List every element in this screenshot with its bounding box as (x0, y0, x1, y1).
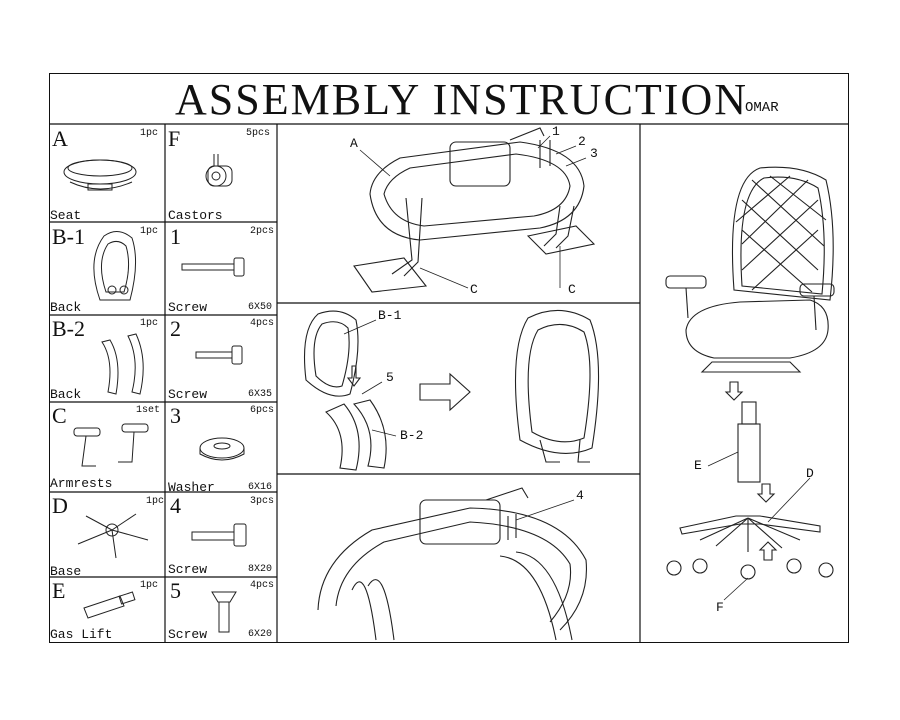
back-frame-part-icon (93, 231, 136, 301)
step3-diagram (317, 487, 588, 641)
part-size-1: 6X50 (248, 302, 273, 313)
part-qty-d: 1pc (146, 496, 165, 507)
washer-part-icon (199, 437, 245, 461)
part-name-c: Armrests (50, 476, 113, 491)
final-assembly-diagram (665, 166, 835, 580)
step1-callout-c-right: C (568, 282, 576, 297)
part-id-b2: B-2 (52, 316, 85, 341)
part-qty-c: 1set (136, 405, 161, 416)
part-name-1: Screw (168, 300, 208, 315)
step1-callout-3: 3 (590, 146, 598, 161)
part-qty-4: 3pcs (250, 496, 275, 507)
screw-6x20-part-icon (211, 591, 237, 633)
part-id-5: 5 (170, 578, 181, 603)
step1-callout-c-left: C (470, 282, 478, 297)
step2-diagram (303, 309, 600, 471)
part-qty-2: 4pcs (250, 318, 275, 329)
part-id-f: F (168, 126, 181, 151)
step3-callout-4: 4 (576, 488, 584, 503)
part-id-c: C (52, 403, 67, 428)
step1-callout-1: 1 (552, 124, 560, 139)
part-name-b1: Back (50, 300, 82, 315)
back-support-part-icon (101, 333, 144, 395)
part-qty-3: 6pcs (250, 405, 275, 416)
part-id-2: 2 (170, 316, 181, 341)
part-size-4: 8X20 (248, 564, 273, 575)
part-id-3: 3 (170, 403, 181, 428)
part-name-a: Seat (50, 208, 82, 223)
castor-part-icon (205, 154, 233, 187)
part-qty-b2: 1pc (140, 318, 159, 329)
final-callout-d: D (806, 466, 814, 481)
part-name-d: Base (50, 564, 82, 579)
part-name-5: Screw (168, 627, 208, 642)
part-size-3: 6X16 (248, 482, 273, 493)
step1-callout-a: A (350, 136, 358, 151)
part-qty-5: 4pcs (250, 580, 275, 591)
part-qty-1: 2pcs (250, 226, 275, 237)
part-id-1: 1 (170, 224, 181, 249)
step1-callout-2: 2 (578, 134, 586, 149)
seat-part-icon (63, 159, 137, 191)
part-qty-f: 5pcs (246, 128, 271, 139)
step1-diagram (353, 127, 596, 293)
step2-callout-b2: B-2 (400, 428, 424, 443)
part-name-2: Screw (168, 387, 208, 402)
part-name-e: Gas Lift (50, 627, 113, 642)
page-title: ASSEMBLY INSTRUCTION (175, 75, 749, 124)
gas-lift-part-icon (83, 591, 136, 619)
step2-callout-b1: B-1 (378, 308, 402, 323)
part-id-4: 4 (170, 493, 181, 518)
part-name-f: Castors (168, 208, 223, 223)
model-name: OMAR (745, 100, 779, 116)
part-name-b2: Back (50, 387, 82, 402)
part-name-3: Washer (168, 480, 215, 495)
armrests-part-icon (73, 423, 149, 467)
part-id-e: E (52, 578, 66, 603)
part-size-2: 6X35 (248, 389, 273, 400)
part-qty-e: 1pc (140, 580, 159, 591)
base-part-icon (77, 513, 149, 559)
part-qty-b1: 1pc (140, 226, 159, 237)
screw-6x50-part-icon (181, 257, 245, 277)
part-id-d: D (52, 493, 68, 518)
step2-callout-5: 5 (386, 370, 394, 385)
part-name-4: Screw (168, 562, 208, 577)
part-qty-a: 1pc (140, 128, 159, 139)
screw-6x35-part-icon (195, 345, 243, 365)
final-callout-f: F (716, 600, 724, 615)
final-callout-e: E (694, 458, 702, 473)
instruction-sheet (49, 73, 849, 643)
part-size-5: 6X20 (248, 629, 273, 640)
part-id-a: A (52, 126, 68, 151)
part-id-b1: B-1 (52, 224, 85, 249)
screw-8x20-part-icon (191, 523, 247, 547)
